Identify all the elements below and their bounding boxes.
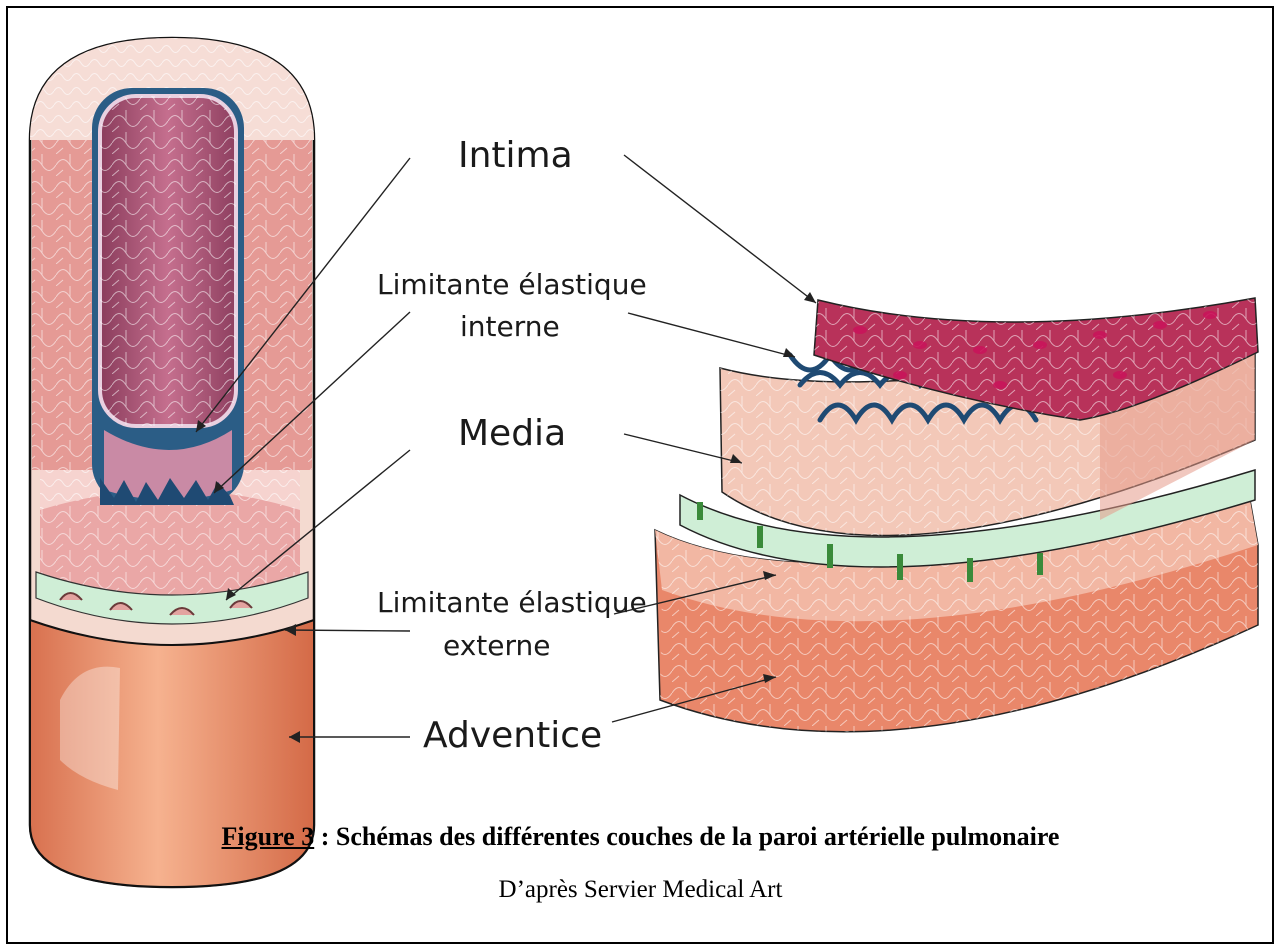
label-lee-line1: Limitante élastique: [377, 586, 647, 619]
pointer-lei-right: [628, 313, 795, 357]
pointer-lee-left: [285, 630, 410, 631]
figure-credit: D’après Servier Medical Art: [0, 876, 1281, 904]
figure-number: Figure 3: [222, 822, 315, 851]
caption-title: Schémas des différentes couches de la pa…: [336, 822, 1060, 851]
label-lei-line1: Limitante élastique: [377, 268, 647, 301]
caption-separator: :: [314, 822, 336, 851]
label-adventice: Adventice: [423, 715, 602, 756]
label-intima: Intima: [458, 135, 573, 176]
label-lee-line2: externe: [443, 629, 551, 662]
pointer-intima-right: [624, 155, 816, 303]
layered-wall-illustration: [655, 298, 1258, 732]
figure-caption: Figure 3 : Schémas des différentes couch…: [0, 822, 1281, 852]
label-lei-line2: interne: [460, 310, 560, 343]
diagram-labels: Intima Limitante élastique interne Media…: [377, 135, 647, 756]
vessel-tube-illustration: [30, 38, 314, 887]
label-media: Media: [458, 413, 566, 454]
